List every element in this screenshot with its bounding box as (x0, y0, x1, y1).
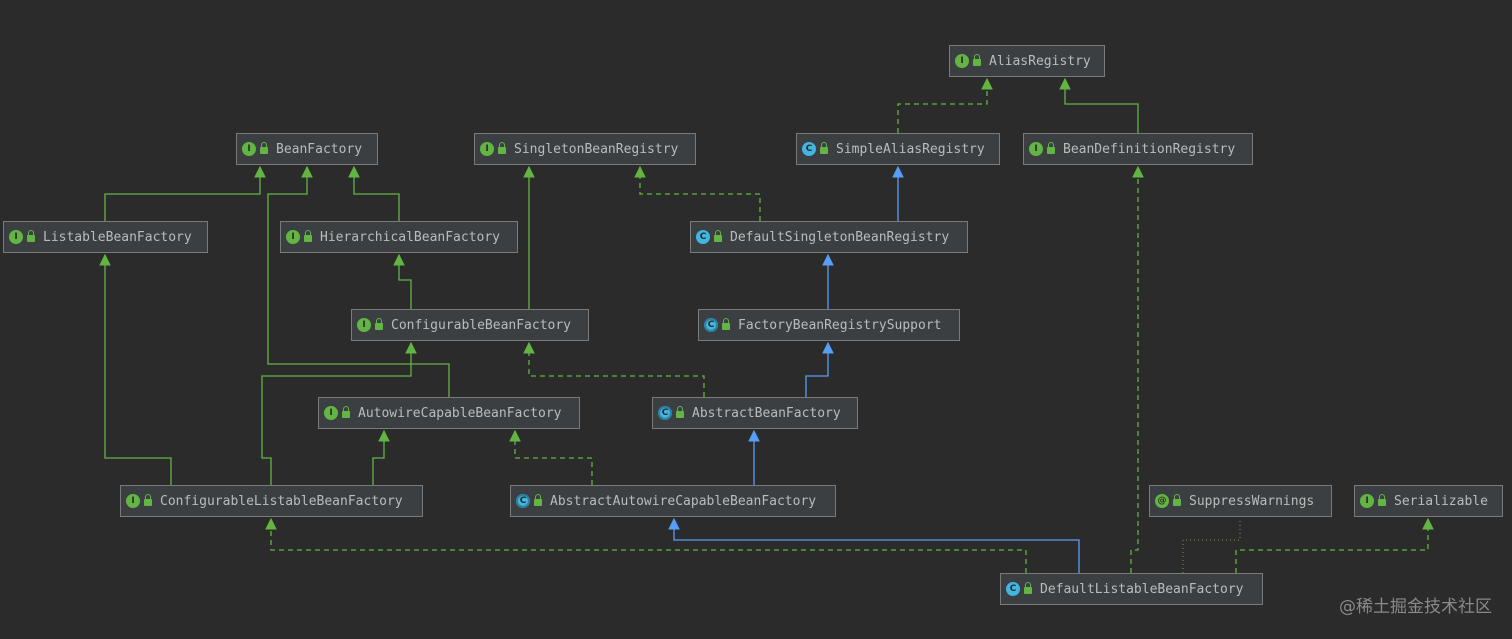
public-lock-icon (534, 494, 542, 506)
public-lock-icon (676, 406, 684, 418)
public-lock-icon (1173, 494, 1181, 506)
class-name: SuppressWarnings (1189, 493, 1315, 509)
class-name: ConfigurableBeanFactory (391, 317, 572, 333)
interface-icon: I (955, 54, 969, 68)
edge-autowireCapableBeanFactory-to-beanFactory (267, 165, 450, 397)
edge-defaultListableBeanFactory-to-beanDefinitionRegistry (1130, 165, 1144, 573)
edge-listableBeanFactory-to-beanFactory (104, 165, 266, 221)
class-name: ConfigurableListableBeanFactory (160, 493, 403, 509)
public-lock-icon (144, 494, 152, 506)
class-node-defaultSingletonBeanRegistry[interactable]: C DefaultSingletonBeanRegistry (690, 221, 968, 253)
interface-icon: I (286, 230, 300, 244)
class-icon: C (802, 142, 816, 156)
class-node-configurableListableBeanFactory[interactable]: I ConfigurableListableBeanFactory (120, 485, 423, 517)
public-lock-icon (375, 318, 383, 330)
class-name: AutowireCapableBeanFactory (358, 405, 562, 421)
public-lock-icon (820, 142, 828, 154)
class-name: FactoryBeanRegistrySupport (738, 317, 942, 333)
class-node-configurableBeanFactory[interactable]: I ConfigurableBeanFactory (351, 309, 589, 341)
public-lock-icon (342, 406, 350, 418)
edge-hierarchicalBeanFactory-to-beanFactory (348, 165, 400, 221)
edge-defaultSingletonBeanRegistry-to-singletonBeanRegistry (634, 165, 761, 221)
public-lock-icon (260, 142, 268, 154)
edge-beanDefinitionRegistry-to-aliasRegistry (1059, 77, 1139, 133)
edge-defaultListableBeanFactory-to-abstractAutowireCapableBeanFactory (668, 517, 1080, 573)
watermark: @稀土掘金技术社区 (1339, 597, 1492, 617)
abstract-icon: C (658, 406, 672, 420)
class-node-hierarchicalBeanFactory[interactable]: I HierarchicalBeanFactory (280, 221, 518, 253)
class-node-abstractAutowireCapableBeanFactory[interactable]: C AbstractAutowireCapableBeanFactory (510, 485, 836, 517)
class-name: DefaultSingletonBeanRegistry (730, 229, 950, 245)
edge-defaultListableBeanFactory-to-suppressWarnings (1182, 519, 1241, 573)
class-name: ListableBeanFactory (43, 229, 192, 245)
class-node-autowireCapableBeanFactory[interactable]: I AutowireCapableBeanFactory (318, 397, 580, 429)
public-lock-icon (27, 230, 35, 242)
class-node-factoryBeanRegistrySupport[interactable]: C FactoryBeanRegistrySupport (698, 309, 960, 341)
class-name: HierarchicalBeanFactory (320, 229, 501, 245)
class-name: AbstractAutowireCapableBeanFactory (550, 493, 817, 509)
class-name: AbstractBeanFactory (692, 405, 841, 421)
class-name: DefaultListableBeanFactory (1040, 581, 1244, 597)
class-name: BeanFactory (276, 141, 363, 157)
class-node-listableBeanFactory[interactable]: I ListableBeanFactory (3, 221, 208, 253)
class-name: Serializable (1394, 493, 1488, 509)
class-node-defaultListableBeanFactory[interactable]: C DefaultListableBeanFactory (1000, 573, 1263, 605)
interface-icon: I (324, 406, 338, 420)
edge-abstractAutowireCapableBeanFactory-to-autowireCapableBeanFactory (509, 429, 593, 485)
public-lock-icon (722, 318, 730, 330)
interface-icon: I (126, 494, 140, 508)
class-name: AliasRegistry (989, 53, 1091, 69)
interface-icon: I (242, 142, 256, 156)
annotation-icon: @ (1155, 494, 1169, 508)
edge-simpleAliasRegistry-to-aliasRegistry (897, 77, 993, 133)
class-node-beanFactory[interactable]: I BeanFactory (236, 133, 378, 165)
class-node-simpleAliasRegistry[interactable]: C SimpleAliasRegistry (796, 133, 1000, 165)
edge-defaultListableBeanFactory-to-serializable (1235, 517, 1434, 573)
interface-icon: I (357, 318, 371, 332)
class-node-singletonBeanRegistry[interactable]: I SingletonBeanRegistry (474, 133, 696, 165)
public-lock-icon (1047, 142, 1055, 154)
edge-abstractBeanFactory-to-factoryBeanRegistrySupport (805, 341, 834, 397)
public-lock-icon (498, 142, 506, 154)
class-name: SingletonBeanRegistry (514, 141, 679, 157)
edge-configurableListableBeanFactory-to-autowireCapableBeanFactory (372, 429, 390, 485)
abstract-icon: C (704, 318, 718, 332)
class-node-abstractBeanFactory[interactable]: C AbstractBeanFactory (652, 397, 858, 429)
edge-configurableListableBeanFactory-to-listableBeanFactory (99, 253, 172, 485)
class-node-serializable[interactable]: I Serializable (1354, 485, 1503, 517)
public-lock-icon (714, 230, 722, 242)
class-node-suppressWarnings[interactable]: @ SuppressWarnings (1149, 485, 1332, 517)
class-name: SimpleAliasRegistry (836, 141, 985, 157)
edge-configurableListableBeanFactory-to-configurableBeanFactory (261, 341, 417, 485)
interface-icon: I (1360, 494, 1374, 508)
public-lock-icon (304, 230, 312, 242)
class-node-beanDefinitionRegistry[interactable]: I BeanDefinitionRegistry (1023, 133, 1253, 165)
public-lock-icon (1378, 494, 1386, 506)
abstract-icon: C (516, 494, 530, 508)
edge-configurableBeanFactory-to-hierarchicalBeanFactory (393, 253, 412, 309)
class-icon: C (696, 230, 710, 244)
interface-icon: I (480, 142, 494, 156)
public-lock-icon (1024, 582, 1032, 594)
interface-icon: I (9, 230, 23, 244)
class-icon: C (1006, 582, 1020, 596)
class-node-aliasRegistry[interactable]: I AliasRegistry (949, 45, 1105, 77)
class-name: BeanDefinitionRegistry (1063, 141, 1236, 157)
edge-defaultListableBeanFactory-to-configurableListableBeanFactory (265, 517, 1027, 573)
public-lock-icon (973, 54, 981, 66)
edge-abstractBeanFactory-to-configurableBeanFactory (523, 341, 705, 397)
interface-icon: I (1029, 142, 1043, 156)
